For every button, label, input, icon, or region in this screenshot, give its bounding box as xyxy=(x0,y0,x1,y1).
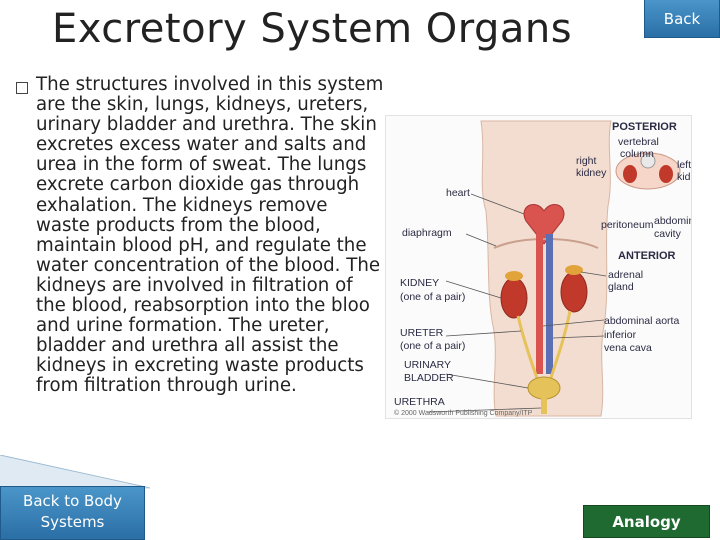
aorta-shape xyxy=(536,234,543,374)
label-vertebral-2: column xyxy=(620,148,654,160)
label-vertebral-1: vertebral xyxy=(618,136,659,148)
label-peritoneum: peritoneum xyxy=(601,219,654,231)
label-inferior-1: inferior xyxy=(604,329,637,341)
left-kidney-shape xyxy=(500,277,528,319)
label-right-kidney-2: kidney xyxy=(576,167,607,179)
label-abdominal-cavity-2: cavity xyxy=(654,228,682,240)
body-text: The structures involved in this system a… xyxy=(36,74,384,397)
adrenal-gland-right-shape xyxy=(565,265,583,275)
label-ureter-pair: (one of a pair) xyxy=(400,340,465,352)
bladder-shape xyxy=(527,376,561,400)
back-to-body-line2: Systems xyxy=(40,513,105,531)
vena-cava-shape xyxy=(546,234,553,374)
label-left-kidney-2: kidney xyxy=(677,171,691,183)
back-to-body-systems-button[interactable]: Back to Body Systems xyxy=(0,486,145,540)
label-urinary-2: BLADDER xyxy=(404,372,454,384)
slide-title: Excretory System Organs xyxy=(52,6,573,52)
bullet-box-icon xyxy=(16,82,28,94)
section-kidney-right-shape xyxy=(623,165,637,183)
analogy-button[interactable]: Analogy xyxy=(583,505,710,538)
adrenal-gland-left-shape xyxy=(505,271,523,281)
label-abdominal-aorta: abdominal aorta xyxy=(604,315,679,327)
copyright-text: © 2000 Wadsworth Publishing Company/ITP xyxy=(394,409,533,417)
excretory-system-diagram: POSTERIOR vertebral column right kidney … xyxy=(385,115,692,419)
label-kidney: KIDNEY xyxy=(400,277,439,289)
section-kidney-left-shape xyxy=(659,165,673,183)
heart-shape xyxy=(523,203,565,245)
label-urinary-1: URINARY xyxy=(404,359,451,371)
corner-swoosh xyxy=(0,455,150,489)
urethra-shape xyxy=(541,398,547,414)
label-ureter: URETER xyxy=(400,327,444,339)
label-anterior: ANTERIOR xyxy=(618,250,676,262)
label-diaphragm: diaphragm xyxy=(402,227,452,239)
diagram-svg: POSTERIOR vertebral column right kidney … xyxy=(394,120,691,417)
ureter-left-shape xyxy=(516,315,540,382)
label-heart: heart xyxy=(446,187,470,199)
label-adrenal-2: gland xyxy=(608,281,634,293)
label-kidney-pair: (one of a pair) xyxy=(400,291,465,303)
ureter-right-shape xyxy=(548,310,572,382)
label-left-kidney-1: left xyxy=(677,159,691,171)
label-right-kidney-1: right xyxy=(576,155,597,167)
leader-lines xyxy=(427,193,607,413)
vertebra-shape xyxy=(640,153,656,169)
label-abdominal-cavity-1: abdominal xyxy=(654,215,691,227)
label-adrenal-1: adrenal xyxy=(608,269,643,281)
back-to-body-line1: Back to Body xyxy=(23,492,122,510)
label-inferior-2: vena cava xyxy=(604,342,652,354)
right-kidney-shape xyxy=(560,271,588,313)
back-button[interactable]: Back xyxy=(644,0,720,38)
label-urethra: URETHRA xyxy=(394,396,445,408)
label-posterior: POSTERIOR xyxy=(612,121,677,133)
